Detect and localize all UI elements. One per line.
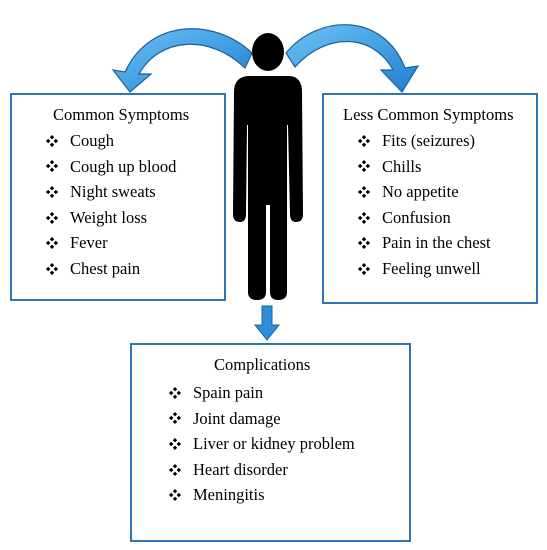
item-label: Chest pain: [70, 258, 141, 278]
less-common-symptoms-box: Less Common Symptoms Fits (seizures) Chi…: [322, 93, 538, 304]
down-arrow-icon: [253, 305, 281, 341]
common-symptoms-title: Common Symptoms: [53, 105, 190, 124]
list-item: Night sweats: [46, 179, 176, 205]
item-label: Joint damage: [193, 408, 281, 428]
diamond-bullet-icon: [169, 437, 181, 450]
item-label: Confusion: [382, 207, 451, 227]
less-common-symptoms-title: Less Common Symptoms: [343, 105, 514, 124]
item-label: Meningitis: [193, 485, 265, 505]
diamond-bullet-icon: [169, 489, 181, 502]
diamond-bullet-icon: [169, 463, 181, 476]
item-label: Feeling unwell: [382, 258, 481, 278]
curved-arrow-left-icon: [111, 28, 253, 93]
list-item: Chills: [358, 154, 491, 180]
item-label: Chills: [382, 156, 422, 176]
common-symptoms-box: Common Symptoms Cough Cough up blood Nig…: [10, 93, 226, 301]
list-item: Heart disorder: [169, 457, 355, 483]
diamond-bullet-icon: [358, 237, 370, 250]
diamond-bullet-icon: [169, 412, 181, 425]
diamond-bullet-icon: [46, 211, 58, 224]
list-item: Joint damage: [169, 406, 355, 432]
diamond-bullet-icon: [46, 237, 58, 250]
less-common-symptoms-list: Fits (seizures) Chills No appetite Confu…: [358, 128, 491, 282]
diamond-bullet-icon: [46, 185, 58, 198]
item-label: Fits (seizures): [382, 131, 476, 150]
complications-box: Complications Spain pain Joint damage Li…: [130, 343, 411, 542]
item-label: No appetite: [382, 182, 459, 202]
list-item: Fever: [46, 230, 176, 256]
diamond-bullet-icon: [46, 134, 58, 147]
complications-list: Spain pain Joint damage Liver or kidney …: [169, 380, 355, 508]
item-label: Cough up blood: [70, 156, 177, 176]
list-item: Liver or kidney problem: [169, 431, 355, 457]
diamond-bullet-icon: [358, 262, 370, 275]
list-item: Cough: [46, 128, 176, 154]
list-item: Pain in the chest: [358, 230, 491, 256]
diamond-bullet-icon: [358, 160, 370, 173]
item-label: Night sweats: [70, 182, 156, 202]
item-label: Fever: [70, 233, 108, 253]
list-item: No appetite: [358, 179, 491, 205]
list-item: Spain pain: [169, 380, 355, 406]
complications-title: Complications: [214, 355, 311, 374]
list-item: Fits (seizures): [358, 128, 491, 154]
list-item: Weight loss: [46, 205, 176, 231]
common-symptoms-list: Cough Cough up blood Night sweats Weight…: [46, 128, 176, 282]
list-item: Chest pain: [46, 256, 176, 282]
list-item: Meningitis: [169, 482, 355, 508]
list-item: Feeling unwell: [358, 256, 491, 282]
item-label: Pain in the chest: [382, 233, 491, 253]
item-label: Spain pain: [193, 383, 264, 402]
item-label: Liver or kidney problem: [193, 434, 355, 454]
item-label: Heart disorder: [193, 459, 288, 479]
item-label: Weight loss: [70, 207, 148, 227]
diamond-bullet-icon: [358, 211, 370, 224]
human-figure-icon: [233, 33, 303, 300]
item-label: Cough: [70, 131, 115, 150]
list-item: Confusion: [358, 205, 491, 231]
diamond-bullet-icon: [46, 262, 58, 275]
diamond-bullet-icon: [169, 386, 181, 399]
curved-arrow-right-icon: [285, 24, 420, 93]
diamond-bullet-icon: [358, 134, 370, 147]
diamond-bullet-icon: [46, 160, 58, 173]
list-item: Cough up blood: [46, 154, 176, 180]
diamond-bullet-icon: [358, 185, 370, 198]
